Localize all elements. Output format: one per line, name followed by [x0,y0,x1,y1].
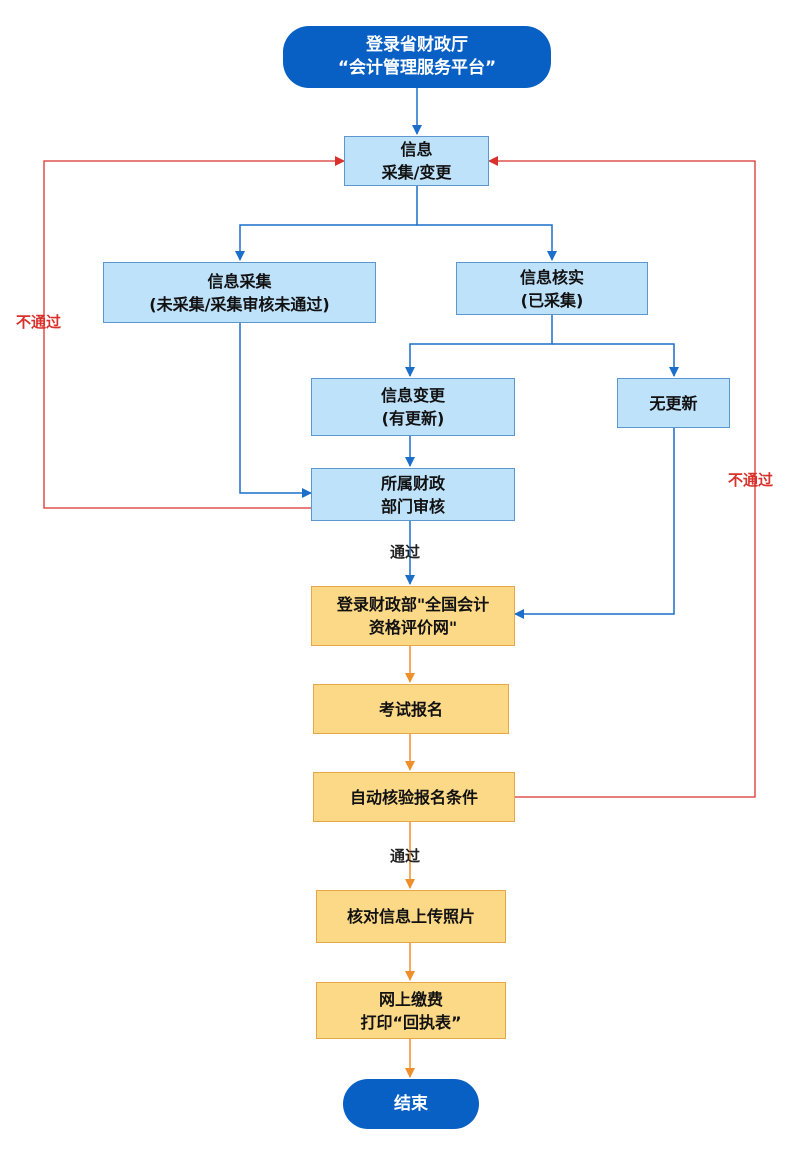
info-collect-change-line1: 信息 [400,140,433,159]
dept-review-node: 所属财政 部门审核 [311,468,515,521]
info-collect-line2: (未采集/采集审核未通过) [149,294,330,314]
arrow-verify-branch-left [405,315,553,377]
payment-node: 网上缴费 打印“回执表” [316,982,506,1039]
no-update-node: 无更新 [617,378,730,428]
payment-line2: 打印“回执表” [360,1012,462,1032]
fail-label-right: 不通过 [728,471,774,489]
login-mof-node: 登录财政部"全国会计 资格评价网" [311,586,515,646]
info-collect-change-node: 信息 采集/变更 [344,136,489,186]
end-label: 结束 [394,1093,428,1114]
arrow-verify-branch-right [552,343,679,377]
login-mof-line2: 资格评价网" [368,618,458,637]
info-collect-change-line2: 采集/变更 [381,163,452,182]
loop-review-fail-back [43,156,345,509]
auto-check-label: 自动核验报名条件 [349,787,478,807]
no-update-label: 无更新 [649,393,698,413]
dept-review-line1: 所属财政 [380,473,445,493]
exam-register-node: 考试报名 [313,684,509,734]
info-verify-node: 信息核实 (已采集) [456,262,648,315]
loop-autocheck-fail-back [488,156,756,798]
login-mof-line1: 登录财政部"全国会计 [336,595,490,614]
arrow-collect-to-review [239,323,312,498]
payment-line1: 网上缴费 [378,989,443,1009]
start-line1: 登录省财政厅 [366,35,468,55]
auto-check-node: 自动核验报名条件 [313,772,515,822]
info-collect-node: 信息采集 (未采集/采集审核未通过) [103,262,376,323]
upload-photo-node: 核对信息上传照片 [316,890,506,943]
exam-register-label: 考试报名 [378,699,443,719]
pass-label-2: 通过 [390,847,421,865]
arrow-collect-change-branch-left [235,186,418,261]
info-change-line2: (有更新) [381,409,445,428]
start-line2: “会计管理服务平台” [337,58,497,78]
info-verify-line2: (已采集) [520,290,584,310]
arrow-no-update-to-login-mof [514,428,675,619]
info-verify-line1: 信息核实 [519,267,584,287]
arrow-collect-change-branch-right [417,224,557,261]
upload-photo-label: 核对信息上传照片 [346,907,475,926]
info-collect-line1: 信息采集 [207,271,272,291]
info-change-node: 信息变更 (有更新) [311,378,515,436]
pass-label-1: 通过 [390,543,421,561]
fail-label-left: 不通过 [16,313,62,331]
end-node: 结束 [343,1079,479,1129]
dept-review-line2: 部门审核 [380,496,445,516]
start-node: 登录省财政厅 “会计管理服务平台” [283,26,551,88]
info-change-line1: 信息变更 [380,386,445,405]
